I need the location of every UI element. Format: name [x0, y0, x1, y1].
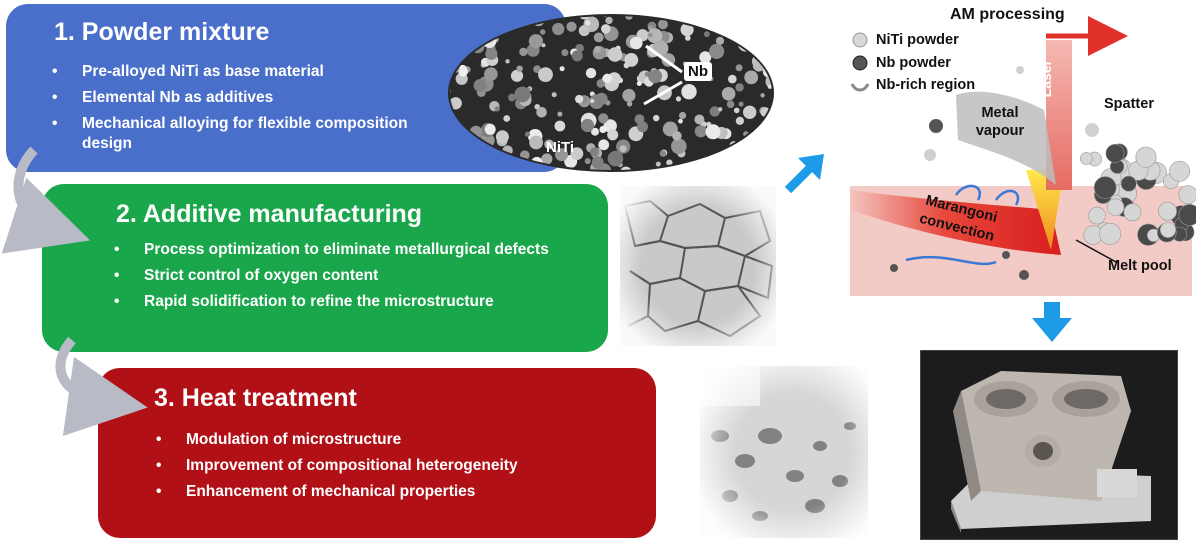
step-bullets: Process optimization to eliminate metall… — [114, 240, 594, 318]
step-heat-treatment: 3. Heat treatment Modulation of microstr… — [98, 368, 656, 538]
step-title: 1. Powder mixture — [54, 18, 270, 46]
nb-label: Nb — [684, 62, 712, 81]
step-additive-manufacturing: 2. Additive manufacturing Process optimi… — [42, 184, 608, 352]
bullet: Enhancement of mechanical properties — [156, 482, 636, 502]
spatter-label: Spatter — [1104, 96, 1154, 112]
bullet: Modulation of microstructure — [156, 430, 636, 450]
powder-micrograph: Nb NiTi — [446, 12, 776, 174]
bullet: Strict control of oxygen content — [114, 266, 594, 286]
blue-arrow-icon — [1032, 302, 1072, 342]
as-built-microstructure-image — [620, 186, 776, 346]
am-processing-schematic: AM processing NiTi powder Nb powder Nb-r… — [846, 0, 1196, 300]
bullet: Improvement of compositional heterogenei… — [156, 456, 636, 476]
legend-nb-powder: Nb powder — [876, 55, 951, 71]
step-title: 2. Additive manufacturing — [116, 200, 423, 228]
bullet: Elemental Nb as additives — [52, 88, 432, 108]
niti-label: NiTi — [546, 139, 575, 156]
legend-niti-powder: NiTi powder — [876, 32, 959, 48]
step-title: 3. Heat treatment — [154, 384, 357, 412]
step-bullets: Pre-alloyed NiTi as base material Elemen… — [52, 62, 432, 160]
bullet: Rapid solidification to refine the micro… — [114, 292, 594, 312]
legend-nb-rich-region: Nb-rich region — [876, 77, 976, 93]
am-processing-title: AM processing — [950, 6, 1065, 23]
step-bullets: Modulation of microstructure Improvement… — [156, 430, 636, 508]
laser-label: Laser — [1038, 60, 1054, 98]
connector-arrow — [55, 336, 148, 437]
metal-vapour-label: Metal vapour — [975, 105, 1025, 139]
blue-arrow-icon — [784, 154, 824, 194]
bullet: Pre-alloyed NiTi as base material — [52, 62, 432, 82]
heat-treated-microstructure-image — [700, 366, 868, 538]
bullet: Mechanical alloying for flexible composi… — [52, 114, 432, 154]
bullet: Process optimization to eliminate metall… — [114, 240, 594, 260]
melt-pool-label: Melt pool — [1108, 258, 1172, 274]
connector-arrow — [1, 146, 91, 254]
printed-part-photo — [920, 350, 1178, 540]
